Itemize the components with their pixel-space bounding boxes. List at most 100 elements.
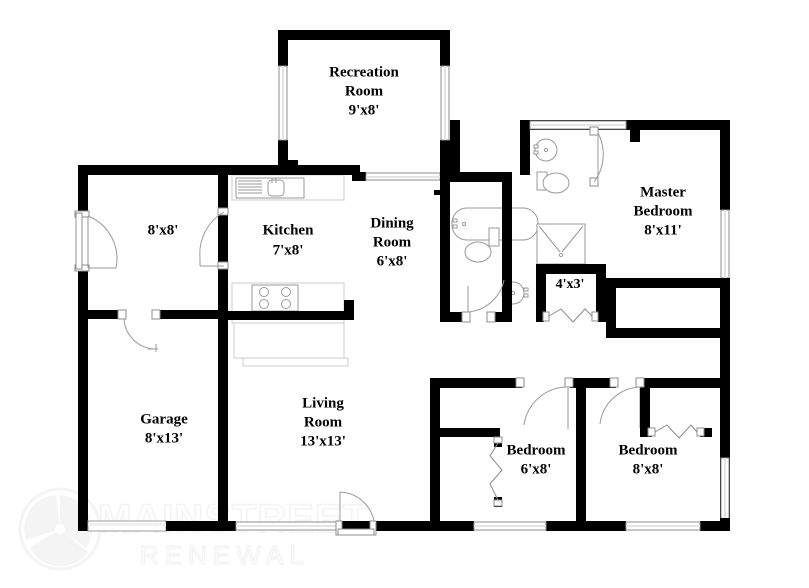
recreation-room-name-line2: Room <box>345 83 384 99</box>
bedroom-6x8-name: Bedroom <box>507 442 566 458</box>
room-8x8-dimensions: 8'x8' <box>148 222 179 238</box>
wall-bedroom-top-c <box>640 378 730 388</box>
sink-icon-upper <box>533 138 558 162</box>
living-room-name-line1: Living <box>302 395 344 411</box>
window-living-bottom <box>235 521 337 531</box>
wall-bath-bottom-right <box>492 312 512 322</box>
room-label-garage: Garage 8'x13' <box>140 411 188 446</box>
wall-bottom-f <box>700 521 730 531</box>
wall-8x8-left-lower <box>78 270 88 316</box>
recreation-room-name-line1: Recreation <box>329 64 399 80</box>
kitchen-name: Kitchen <box>263 222 314 238</box>
window-master-right <box>720 209 730 279</box>
closet-bifold-bedroom-6x8 <box>489 436 503 507</box>
room-label-closet-4x3: 4'x3' <box>556 277 585 292</box>
wall-kitchen-top-right <box>288 165 360 175</box>
room-label-recreation-room: Recreation Room 9'x8' <box>329 64 399 118</box>
wall-bottom-e <box>576 521 626 531</box>
wall-bath-bottom-left <box>440 312 468 322</box>
wall-bath-stub <box>434 190 444 195</box>
wall-left-exterior <box>78 316 88 531</box>
window-master-top <box>529 120 627 130</box>
room-label-bedroom-8x8: Bedroom 8'x8' <box>619 442 678 477</box>
wall-dining-win-left <box>352 172 366 181</box>
dining-room-name-line1: Dining <box>370 215 414 231</box>
closet-4x3-dimensions: 4'x3' <box>556 277 585 292</box>
wall-master-right-upper <box>720 120 730 210</box>
living-room-dimensions: 13'x13' <box>300 433 346 449</box>
closet-bifold-4x3 <box>542 308 599 323</box>
window-bedroom-8x8-right <box>720 457 730 521</box>
wall-kitchen-bottom <box>228 311 354 320</box>
shower-icon <box>536 223 586 265</box>
wall-master-top <box>630 120 730 130</box>
wall-rec-right-top <box>440 30 450 66</box>
wall-hall-left <box>606 288 616 338</box>
wall-hall-upper-left <box>450 120 460 172</box>
wall-8x8-right <box>218 175 228 320</box>
wall-upperbath-top-right <box>630 120 640 142</box>
toilet-icon-mid <box>464 227 500 263</box>
wall-closet43-right <box>596 264 606 320</box>
wall-bottom-b <box>340 521 440 531</box>
wall-closet-bed6-top <box>440 428 500 437</box>
wall-bath-top-left <box>440 172 512 182</box>
window-bedroom-8x8-bottom <box>625 521 701 531</box>
wall-8x8-left-upper <box>78 165 88 213</box>
living-room-name-line2: Room <box>304 414 343 430</box>
wall-closet43-top <box>536 264 606 274</box>
wall-garage-top-left <box>88 310 124 319</box>
wall-bedroom-top-b <box>570 378 616 388</box>
bedroom-8x8-dimensions: 8'x8' <box>633 461 664 477</box>
wall-closet-bed8-bl <box>640 428 652 437</box>
wall-hall-right <box>720 288 730 338</box>
wall-bedroom-left <box>430 378 440 531</box>
wall-rec-left-bot <box>278 140 288 170</box>
kitchen-dimensions: 7'x8' <box>273 242 304 258</box>
room-label-kitchen: Kitchen 7'x8' <box>263 222 314 258</box>
wall-bottom-a <box>166 521 236 531</box>
bedroom-6x8-dimensions: 6'x8' <box>521 461 552 477</box>
door-8x8-to-kitchen <box>199 207 229 270</box>
wall-closet43-br <box>598 312 606 322</box>
kitchen-peninsula <box>233 322 345 359</box>
bedroom-8x8-name: Bedroom <box>619 442 678 458</box>
room-label-dining-room: Dining Room 6'x8' <box>370 215 414 269</box>
room-labels: Recreation Room 9'x8' 8'x8' Kitchen 7'x8… <box>140 64 693 477</box>
wall-bath-middle <box>502 182 512 322</box>
toilet-icon-upper <box>536 171 570 194</box>
window-dining-top <box>365 172 441 181</box>
door-master <box>589 126 604 187</box>
wall-between-bedrooms <box>576 388 586 531</box>
wall-bottom-c <box>440 521 474 531</box>
garage-name: Garage <box>140 411 188 427</box>
window-recreation-left <box>278 65 288 141</box>
wall-rec-top <box>278 30 450 40</box>
master-bedroom-name-line1: Master <box>640 184 686 200</box>
window-recreation-right <box>440 65 450 141</box>
closet-bifold-bedroom-8x8 <box>647 424 705 439</box>
room-label-8x8: 8'x8' <box>148 222 179 238</box>
window-bedroom-6x8-bottom <box>473 521 547 531</box>
living-room-soffit <box>242 357 349 367</box>
wall-right-ext-upper <box>720 338 730 460</box>
door-front-entry <box>335 491 377 536</box>
wall-bottom-d <box>546 521 582 531</box>
wall-closet43-left <box>536 264 546 320</box>
master-bedroom-dimensions: 8'x11' <box>644 222 682 238</box>
door-8x8-to-garage <box>117 309 161 352</box>
wall-garage-top-right <box>158 310 218 319</box>
recreation-room-dimensions: 9'x8' <box>349 102 380 118</box>
master-bedroom-name-line2: Bedroom <box>634 203 693 219</box>
room-label-bedroom-6x8: Bedroom 6'x8' <box>507 442 566 477</box>
dining-room-name-line2: Room <box>373 234 412 250</box>
wall-upperbath-left <box>520 120 530 175</box>
kitchen-sink-icon <box>235 177 305 199</box>
kitchen-cooktop-icon <box>251 284 299 312</box>
wall-hall-bottom <box>606 328 730 338</box>
wall-rec-right-bot <box>440 140 450 172</box>
walls <box>74 30 730 536</box>
